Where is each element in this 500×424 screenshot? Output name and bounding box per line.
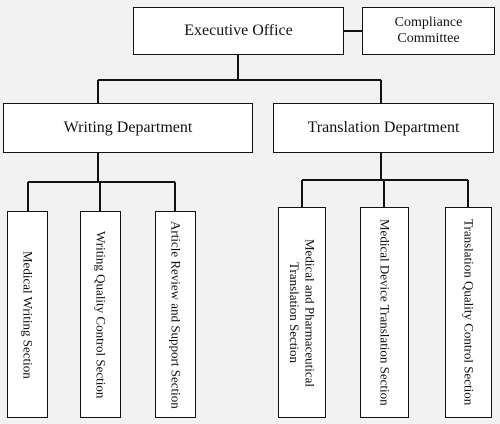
article-review-support-section-box: Article Review and Support Section — [155, 211, 196, 418]
executive-office-label: Executive Office — [184, 21, 293, 39]
writing-quality-control-section-label: Writing Quality Control Section — [93, 230, 109, 399]
medical-pharmaceutical-translation-section-box: Medical and Pharmaceutical Translation S… — [278, 207, 326, 418]
medical-device-translation-section-box: Medical Device Translation Section — [360, 207, 409, 418]
medical-pharmaceutical-translation-section-label: Medical and Pharmaceutical Translation S… — [287, 238, 318, 387]
compliance-committee-label-line2: Committee — [397, 31, 460, 46]
writing-quality-control-section-box: Writing Quality Control Section — [80, 211, 121, 418]
medical-writing-section-label: Medical Writing Section — [20, 250, 36, 379]
medical-writing-section-box: Medical Writing Section — [7, 211, 48, 418]
writing-department-box: Writing Department — [3, 103, 253, 153]
writing-department-label: Writing Department — [63, 118, 193, 136]
translation-department-label: Translation Department — [307, 118, 460, 136]
compliance-committee-box: Compliance Committee — [362, 7, 495, 55]
translation-quality-control-section-label: Translation Quality Control Section — [461, 219, 477, 406]
article-review-support-section-label: Article Review and Support Section — [168, 220, 184, 409]
translation-quality-control-section-box: Translation Quality Control Section — [445, 207, 492, 418]
translation-department-box: Translation Department — [273, 103, 494, 153]
compliance-committee-label-line1: Compliance — [394, 14, 463, 30]
medical-device-translation-section-label: Medical Device Translation Section — [377, 219, 393, 406]
executive-office-box: Executive Office — [133, 7, 344, 55]
